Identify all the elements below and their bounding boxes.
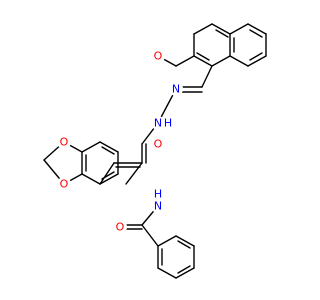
bond (249, 29, 263, 38)
bond (201, 65, 213, 88)
hydrogen-hydrazide-label: H (164, 117, 172, 130)
bond (175, 267, 195, 279)
bond (247, 23, 267, 35)
atom-bg (151, 116, 165, 130)
atom-bg (113, 220, 127, 234)
molecule-svg: O N N H O N H O O O (43, 23, 267, 279)
atom-bg (151, 199, 165, 213)
nitrogen-imine-label: N (172, 83, 180, 96)
naphthalene-bonds (193, 23, 267, 67)
atom-bg (57, 135, 71, 149)
oxygen-benzamide-carbonyl-label: O (116, 221, 125, 234)
bond (157, 267, 177, 279)
bond (177, 265, 191, 274)
molecule-diagram: O N N H O N H O O O (43, 23, 267, 279)
bond (177, 240, 191, 249)
nitrogen-hydrazide-label: N (154, 117, 162, 130)
bond (125, 162, 143, 185)
oxygen-hydrazide-carbonyl-label: O (154, 138, 163, 151)
bond (193, 23, 213, 35)
bond (229, 23, 249, 35)
oxygen-dioxole-top-label: O (60, 136, 69, 149)
bond (81, 173, 101, 185)
hydrazone-bonds (157, 65, 213, 124)
bond (229, 55, 249, 67)
bond (99, 141, 119, 153)
bond (99, 162, 115, 185)
atom-bg (169, 82, 183, 96)
bond (101, 146, 115, 155)
bond (175, 55, 195, 67)
bond (157, 235, 177, 247)
oxygen-methoxy-label: O (154, 50, 163, 63)
bond (215, 29, 229, 38)
hydrogen-amide-label: H (154, 188, 162, 201)
bond (249, 52, 263, 61)
bond (193, 55, 213, 67)
bond (81, 141, 101, 153)
atom-labels: O N N H O N H O O O (57, 49, 183, 234)
benzodioxole-bonds (43, 141, 119, 185)
bond (175, 235, 195, 247)
bond (211, 55, 231, 67)
benzamide-bonds (119, 205, 195, 279)
bond (141, 224, 159, 247)
atom-bg (151, 137, 165, 151)
atom-bg (57, 177, 71, 191)
bond (247, 55, 267, 67)
bond (99, 173, 119, 185)
nitrogen-amide-label: N (154, 200, 162, 213)
oxygen-dioxole-bottom-label: O (60, 178, 69, 191)
bond (196, 52, 210, 61)
atom-bg (151, 49, 165, 63)
bond (101, 171, 115, 180)
bond (211, 23, 231, 35)
